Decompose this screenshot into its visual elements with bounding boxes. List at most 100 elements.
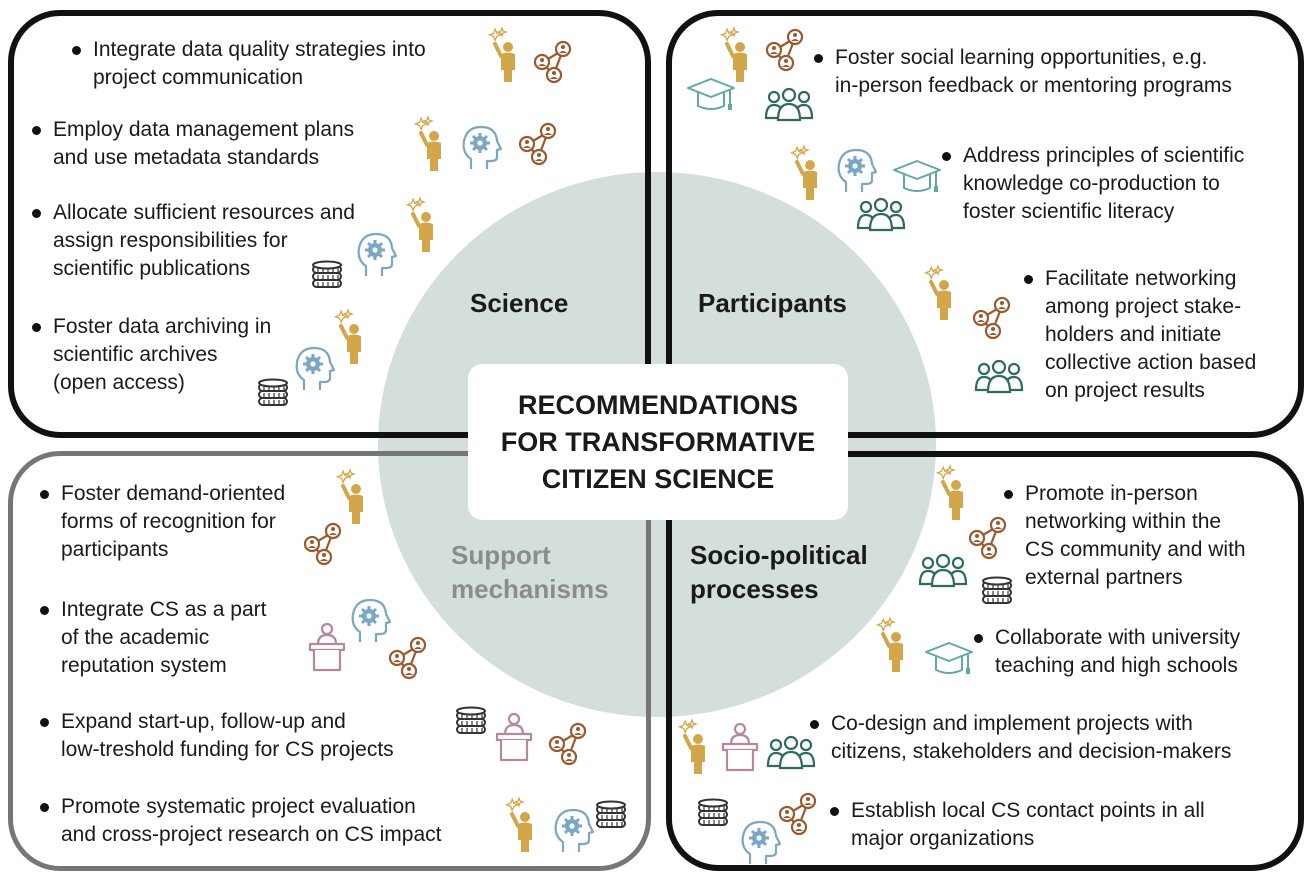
item-line: CS community and with xyxy=(1025,538,1246,561)
network-icon xyxy=(548,722,588,766)
socio-political-quadrant xyxy=(666,451,1304,871)
item-line: collective action based xyxy=(1045,351,1257,374)
person-idea-icon xyxy=(334,308,368,364)
item-line: Integrate CS as a part xyxy=(61,598,267,621)
item-line: Foster data archiving in xyxy=(53,315,272,338)
head-gear-icon xyxy=(348,596,392,644)
coins-icon xyxy=(454,706,488,736)
item-line: Address principles of scientific xyxy=(963,144,1245,167)
bullet xyxy=(830,807,839,816)
science-item: Allocate sufficient resources and assign … xyxy=(32,199,355,283)
participants-quadrant xyxy=(666,10,1304,438)
person-idea-icon xyxy=(488,26,522,82)
head-gear-icon xyxy=(738,818,782,866)
socio-title-line: Socio-political xyxy=(690,540,868,570)
network-icon xyxy=(518,122,558,166)
bullet xyxy=(32,126,41,135)
person-idea-icon xyxy=(720,26,754,82)
person-idea-icon xyxy=(678,718,712,774)
socio-title-line: processes xyxy=(690,574,819,604)
network-icon xyxy=(972,296,1012,340)
support-mechanisms-quadrant xyxy=(8,451,651,871)
podium-icon xyxy=(307,622,347,672)
item-line: Foster social learning opportunities, e.… xyxy=(835,46,1208,69)
item-line: Collaborate with university xyxy=(995,626,1241,649)
item-line: and use metadata standards xyxy=(53,146,320,169)
item-line: Employ data management plans xyxy=(53,118,355,141)
item-line: (open access) xyxy=(53,371,185,394)
bullet xyxy=(32,209,41,218)
graduation-cap-icon xyxy=(924,640,974,680)
network-icon xyxy=(778,792,818,836)
person-idea-icon xyxy=(924,264,958,320)
group-icon xyxy=(974,358,1024,394)
item-line: in-person feedback or mentoring programs xyxy=(835,74,1232,97)
bullet xyxy=(40,606,49,615)
item-line: and cross-project research on CS impact xyxy=(61,823,442,846)
item-line: Promote systematic project evaluation xyxy=(61,795,416,818)
head-gear-icon xyxy=(459,123,503,171)
bullet xyxy=(942,152,951,161)
item-line: project communication xyxy=(93,66,304,89)
head-gear-icon xyxy=(551,806,595,854)
center-title-line: CITIZEN SCIENCE xyxy=(541,463,775,494)
item-line: Co-design and implement projects with xyxy=(831,712,1193,735)
head-gear-icon xyxy=(292,344,336,392)
person-idea-icon xyxy=(406,196,440,252)
group-icon xyxy=(856,196,906,232)
network-icon xyxy=(765,28,805,72)
bullet xyxy=(40,803,49,812)
bullet xyxy=(814,54,823,63)
person-idea-icon xyxy=(790,144,824,200)
person-idea-icon xyxy=(336,468,370,524)
coins-icon xyxy=(594,800,628,830)
center-title-box: RECOMMENDATIONS FOR TRANSFORMATIVE CITIZ… xyxy=(468,364,848,520)
item-line: on project results xyxy=(1045,379,1205,402)
item-line: holders and initiate xyxy=(1045,323,1222,346)
item-line: reputation system xyxy=(61,654,227,677)
network-icon xyxy=(968,516,1008,560)
bullet xyxy=(1024,275,1033,284)
bullet xyxy=(1004,490,1013,499)
bullet xyxy=(40,490,49,499)
item-line: assign responsibilities for xyxy=(53,229,288,252)
item-line: citizens, stakeholders and decision-make… xyxy=(831,740,1232,763)
coins-icon xyxy=(256,378,290,408)
item-line: low-treshold funding for CS projects xyxy=(61,738,394,761)
item-line: among project stake- xyxy=(1045,295,1242,318)
center-title-line: RECOMMENDATIONS xyxy=(517,389,798,420)
item-line: Facilitate networking xyxy=(1045,267,1237,290)
bullet xyxy=(32,323,41,332)
person-idea-icon xyxy=(936,464,970,520)
participants-title: Participants xyxy=(698,288,847,318)
item-line: forms of recognition for xyxy=(61,510,276,533)
item-line: foster scientific literacy xyxy=(963,200,1175,223)
bullet xyxy=(974,634,983,643)
item-line: Allocate sufficient resources and xyxy=(53,201,355,224)
network-icon xyxy=(388,636,428,680)
item-line: major organizations xyxy=(851,827,1035,850)
socio-item: Establish local CS contact points in all… xyxy=(830,797,1205,853)
support-item: Promote systematic project evaluation and… xyxy=(40,793,442,849)
coins-icon xyxy=(696,798,730,828)
coins-icon xyxy=(980,576,1014,606)
item-line: participants xyxy=(61,538,169,561)
support-title: Support mechanisms xyxy=(451,538,609,606)
group-icon xyxy=(764,86,814,122)
support-item: Foster demand-oriented forms of recogniti… xyxy=(40,480,285,564)
item-line: scientific archives xyxy=(53,343,218,366)
head-gear-icon xyxy=(354,230,398,278)
coins-icon xyxy=(310,260,344,290)
item-line: Foster demand-oriented xyxy=(61,482,286,505)
item-line: Establish local CS contact points in all xyxy=(851,799,1205,822)
network-icon xyxy=(533,40,573,84)
person-idea-icon xyxy=(414,115,448,171)
support-title-line: mechanisms xyxy=(451,574,609,604)
science-quadrant xyxy=(8,10,651,438)
socio-title: Socio-political processes xyxy=(690,538,868,606)
